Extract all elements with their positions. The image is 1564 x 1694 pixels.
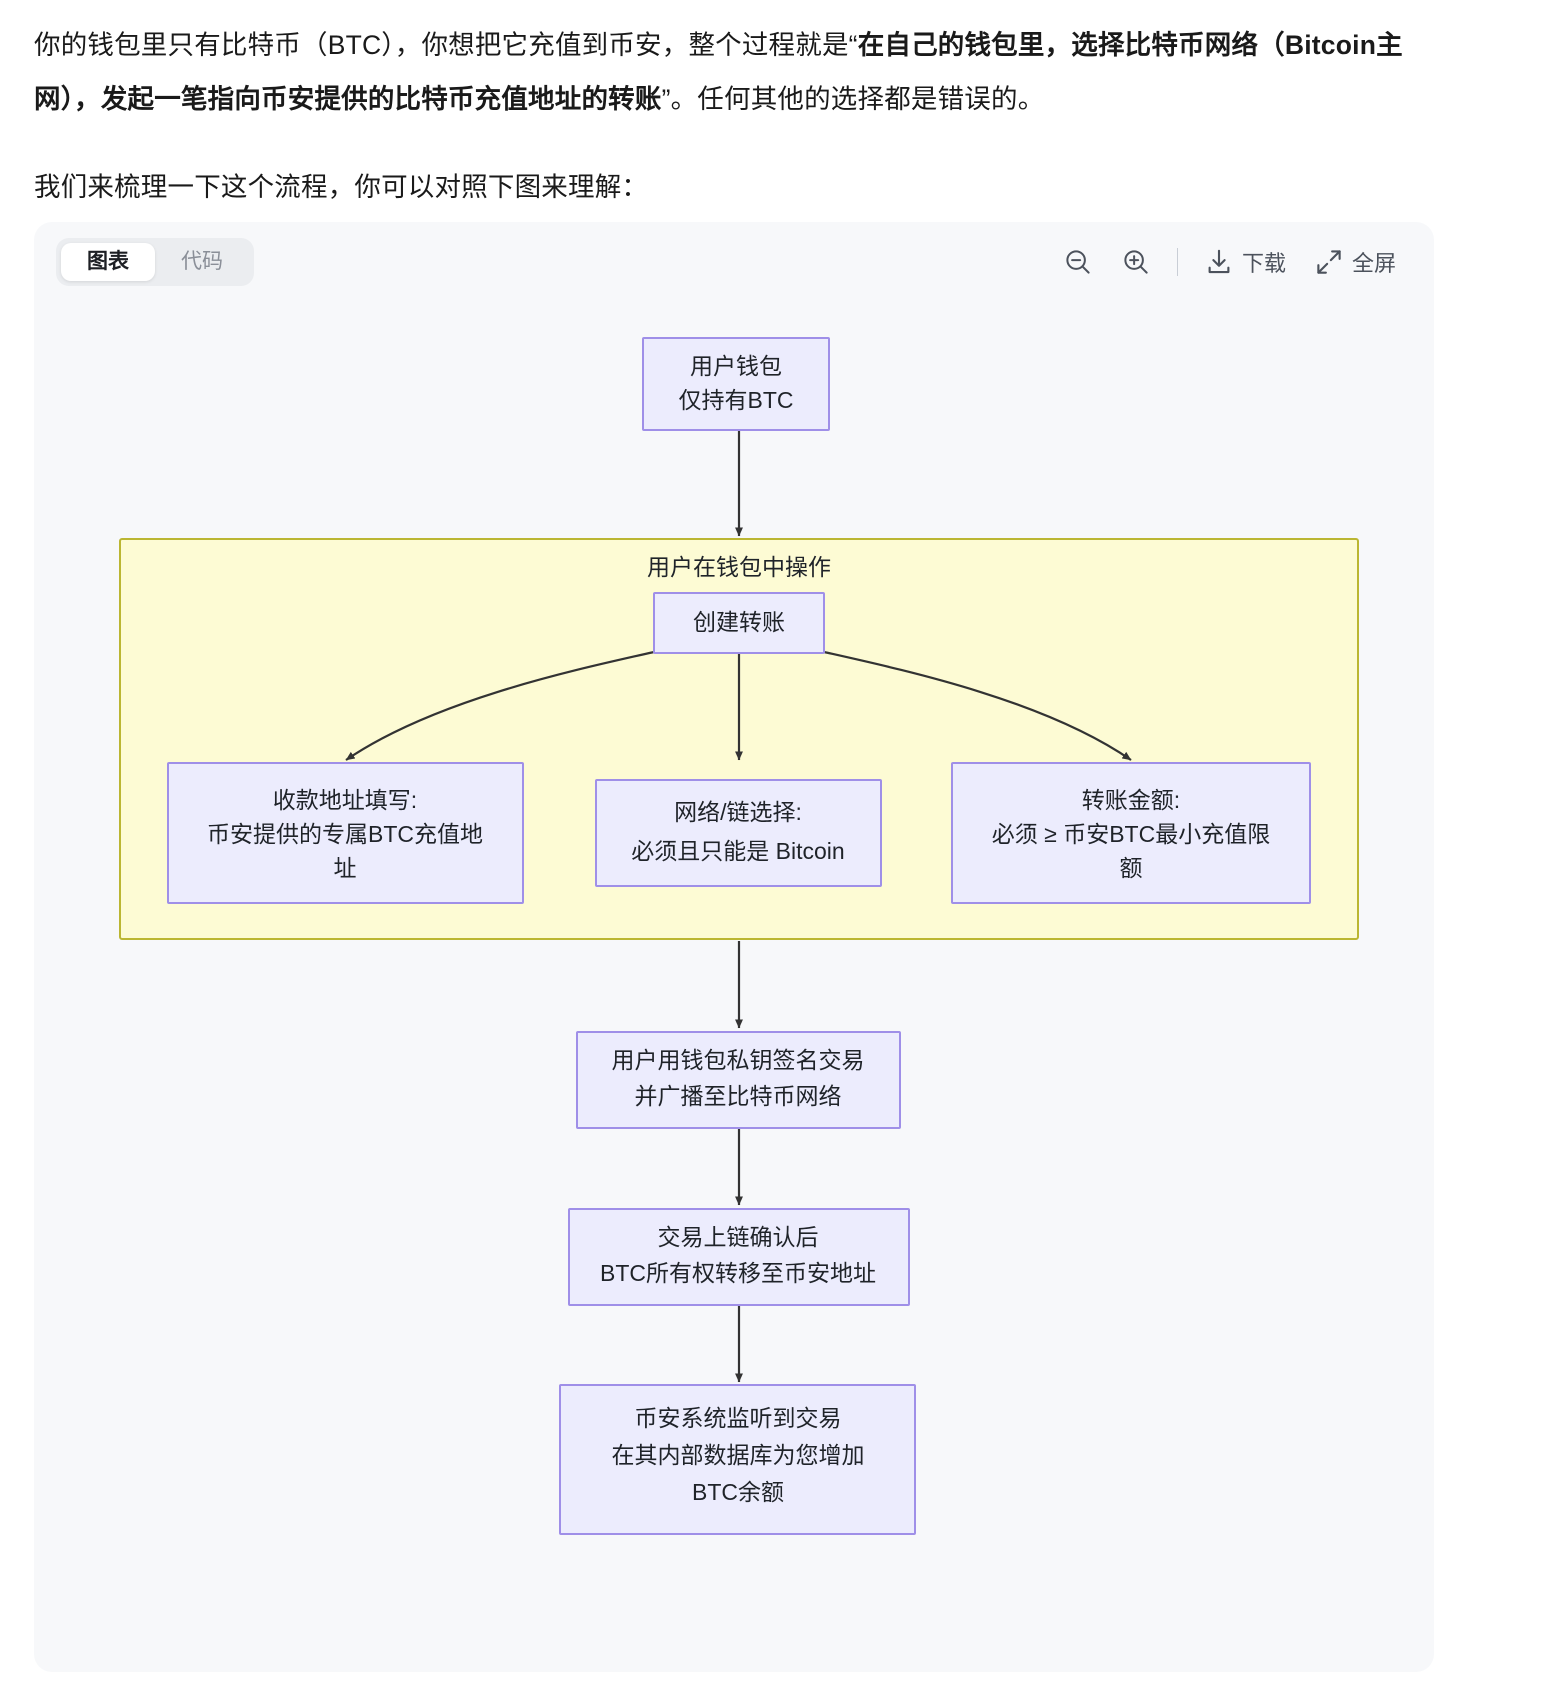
node-binance-credit-line-2: 在其内部数据库为您增加	[612, 1442, 865, 1468]
toolbar-divider	[1176, 248, 1178, 276]
view-mode-segmented-control[interactable]: 图表 代码	[56, 238, 254, 286]
fullscreen-label: 全屏	[1351, 251, 1396, 276]
node-network-selection[interactable]: 网络/链选择: 必须且只能是 Bitcoin	[595, 779, 882, 887]
zoom-out-icon	[1063, 247, 1093, 277]
diagram-toolbar: 图表 代码	[34, 222, 1434, 310]
node-user-wallet-line-1: 用户钱包	[690, 353, 782, 379]
download-button[interactable]: 下载	[1190, 240, 1300, 284]
node-receiving-address-line-2: 币安提供的专属BTC充值地	[207, 821, 483, 847]
paragraph-1-emphasis: 在自己的钱包里，选择比特币网络（Bitcoin主网），发起一笔指向币安提供的比特…	[34, 30, 1403, 114]
tab-code[interactable]: 代码	[155, 243, 249, 281]
node-create-transfer[interactable]: 创建转账	[653, 592, 825, 654]
prose-block: 你的钱包里只有比特币（BTC），你想把它充值到币安，整个过程就是“在自己的钱包里…	[34, 0, 1434, 214]
cluster-label-user-wallet-operation: 用户在钱包中操作	[647, 554, 831, 580]
node-binance-credit-line-1: 币安系统监听到交易	[635, 1405, 842, 1431]
fullscreen-icon	[1314, 247, 1344, 277]
diagram-card: 图表 代码	[34, 222, 1434, 1672]
node-network-selection-line-1: 网络/链选择:	[674, 799, 802, 825]
node-transfer-amount[interactable]: 转账金额: 必须 ≥ 币安BTC最小充值限 额	[951, 762, 1311, 904]
paragraph-1: 你的钱包里只有比特币（BTC），你想把它充值到币安，整个过程就是“在自己的钱包里…	[34, 18, 1434, 126]
download-label: 下载	[1241, 251, 1286, 276]
quote-close: ”	[661, 84, 671, 114]
node-transfer-amount-line-3: 额	[1120, 855, 1143, 881]
node-transfer-amount-line-2: 必须 ≥ 币安BTC最小充值限	[992, 821, 1270, 847]
node-user-wallet[interactable]: 用户钱包 仅持有BTC	[642, 337, 830, 431]
fullscreen-button[interactable]: 全屏	[1300, 240, 1410, 284]
node-binance-credit-line-3: BTC余额	[692, 1479, 784, 1505]
toolbar-actions: 下载 全屏	[1049, 238, 1410, 286]
zoom-out-button[interactable]	[1049, 240, 1107, 284]
node-sign-broadcast-line-2: 并广播至比特币网络	[635, 1083, 842, 1109]
paragraph-1-lead: 你的钱包里只有比特币（BTC），你想把它充值到币安，整个过程就是	[34, 30, 849, 60]
zoom-in-icon	[1121, 247, 1151, 277]
node-receiving-address-line-1: 收款地址填写:	[273, 787, 417, 813]
node-sign-broadcast-line-1: 用户用钱包私钥签名交易	[612, 1047, 865, 1073]
node-receiving-address[interactable]: 收款地址填写: 币安提供的专属BTC充值地 址	[167, 762, 524, 904]
tab-chart[interactable]: 图表	[61, 243, 155, 281]
edge-create-to-amount	[823, 650, 1132, 761]
edge-create-to-address	[345, 650, 655, 761]
node-user-wallet-line-2: 仅持有BTC	[679, 387, 794, 413]
node-network-selection-line-2: 必须且只能是 Bitcoin	[631, 838, 844, 864]
flowchart-svg: 用户在钱包中操作 用户钱包	[119, 337, 1359, 1535]
download-icon	[1204, 247, 1234, 277]
node-onchain-confirmed[interactable]: 交易上链确认后 BTC所有权转移至币安地址	[568, 1208, 910, 1306]
node-create-transfer-line-1: 创建转账	[693, 609, 785, 635]
paragraph-2: 我们来梳理一下这个流程，你可以对照下图来理解：	[34, 172, 649, 202]
zoom-in-button[interactable]	[1107, 240, 1165, 284]
node-binance-credit[interactable]: 币安系统监听到交易 在其内部数据库为您增加 BTC余额	[559, 1384, 916, 1535]
node-sign-broadcast[interactable]: 用户用钱包私钥签名交易 并广播至比特币网络	[576, 1031, 901, 1129]
node-transfer-amount-line-1: 转账金额:	[1082, 787, 1180, 813]
node-onchain-confirmed-line-2: BTC所有权转移至币安地址	[600, 1260, 876, 1286]
quote-open: “	[848, 30, 858, 60]
node-onchain-confirmed-line-1: 交易上链确认后	[658, 1224, 819, 1250]
paragraph-1-tail: 。任何其他的选择都是错误的。	[670, 84, 1045, 114]
node-receiving-address-line-3: 址	[334, 855, 357, 881]
flowchart-canvas: 用户在钱包中操作 用户钱包	[34, 310, 1434, 1672]
